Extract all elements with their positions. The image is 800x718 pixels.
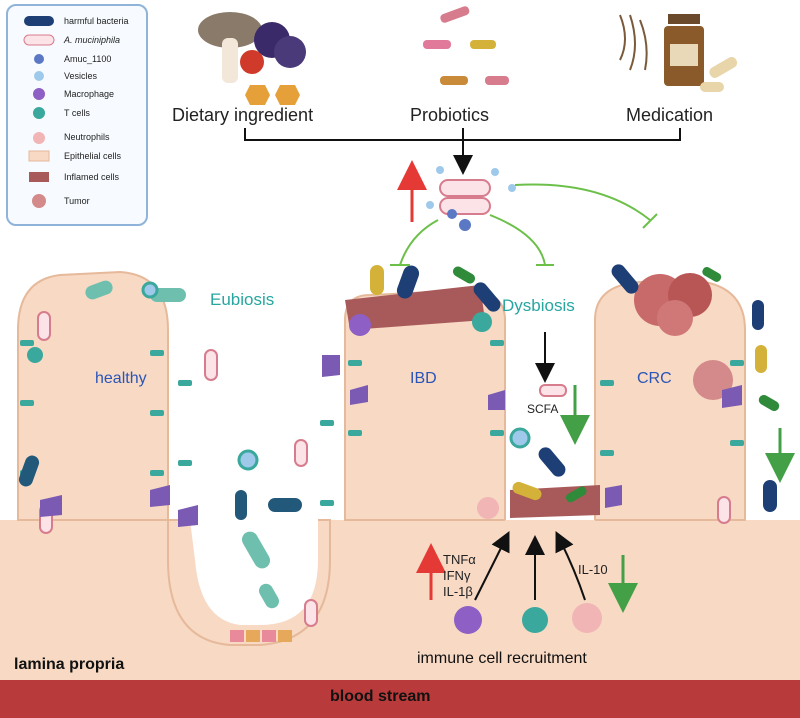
vesicle-icon [34,71,44,81]
label-crc: CRC [637,370,672,387]
label-medication: Medication [626,105,714,125]
probiotics-illustration [423,6,509,85]
cytokine-ifn: IFNγ [443,568,471,583]
source-convergence-arrow [244,128,681,175]
label-lamina-propria: lamina propria [14,656,125,673]
label-probiotics: Probiotics [410,105,490,125]
cytokine-il1b: IL-1β [443,584,473,599]
t-cell-icon [33,107,45,119]
inhibition-lines [390,183,658,266]
amuc-protein-icon [34,54,44,64]
akkermansia-icon [23,34,55,46]
label-healthy: healthy [95,370,147,387]
macrophage-icon [33,88,45,100]
label-dietary-ingredient: Dietary ingredient [172,105,314,125]
cytokine-list: TNFα IFNγ IL-1β [443,552,476,600]
harmful-bacteria-icon [24,16,54,26]
cytokine-tnf: TNFα [443,552,476,567]
legend-item-akkermansia: A. muciniphila [64,35,121,45]
legend-item-t-cells: T cells [64,108,90,118]
label-scfa: SCFA [527,402,559,416]
label-blood-stream: blood stream [330,688,431,705]
neutrophil-icon [33,132,45,144]
legend-item-amuc: Amuc_1100 [64,54,112,64]
recruitment-arrows [474,531,586,601]
legend-item-tumor: Tumor [64,196,90,206]
lumen-crypt [190,335,318,625]
dietary-illustration [198,12,306,105]
legend-item-harmful-bacteria: harmful bacteria [64,16,129,26]
legend-item-neutrophils: Neutrophils [64,132,110,142]
legend-item-epithelial: Epithelial cells [64,151,122,161]
blood-stream-band [0,680,800,718]
inflamed-cell-icon [29,172,49,182]
bacteria [18,264,780,609]
tumor-icon [32,194,46,208]
label-dysbiosis: Dysbiosis [502,296,575,315]
medication-illustration [619,14,738,92]
label-immune-recruitment: immune cell recruitment [417,650,587,667]
legend-item-inflamed: Inflamed cells [64,172,120,182]
legend: harmful bacteria A. muciniphila Amuc_110… [6,4,148,226]
akkermansia-bacteria [37,311,731,627]
crypt-base-cells [230,630,292,642]
goblet-cells [40,355,742,527]
tumor [634,273,733,400]
legend-item-vesicles: Vesicles [64,71,98,81]
akkermansia-cluster [426,166,516,231]
immune-cells [27,281,602,634]
label-il10: IL-10 [578,562,608,577]
label-eubiosis: Eubiosis [210,290,275,309]
label-ibd: IBD [410,370,437,387]
legend-item-macrophage: Macrophage [64,89,115,99]
epithelial-cell-icon [28,150,50,162]
